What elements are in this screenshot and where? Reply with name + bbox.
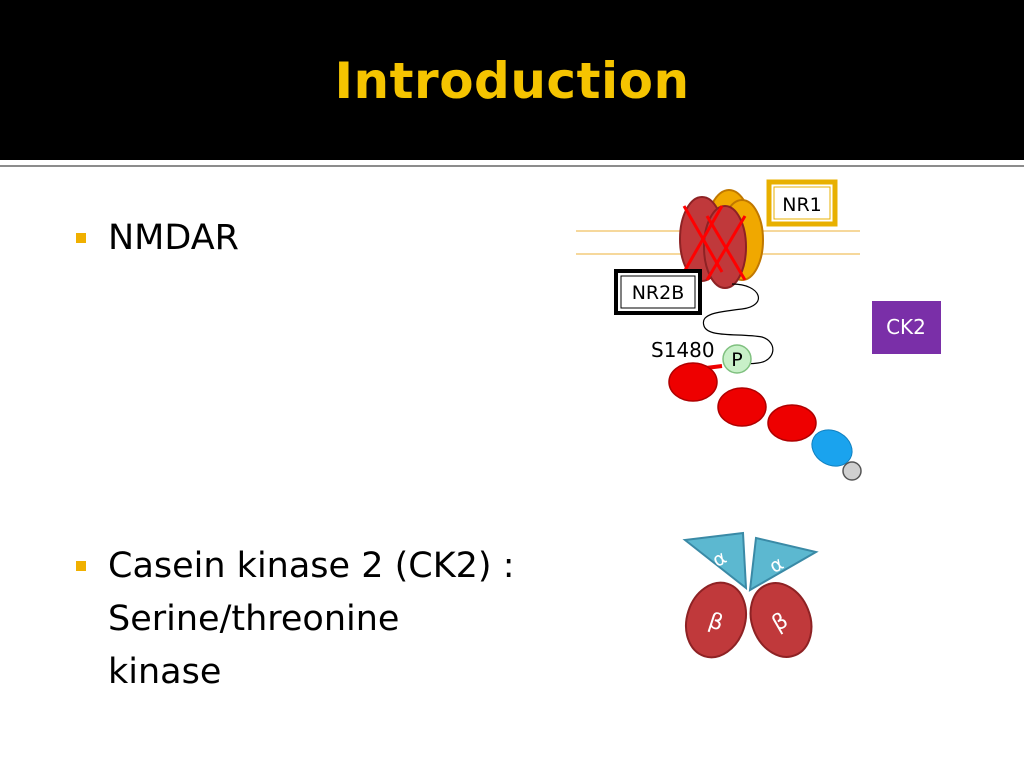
ck2-beta-subunit xyxy=(685,581,747,659)
nr2b-label: NR2B xyxy=(632,282,685,304)
title-bar xyxy=(0,0,1024,160)
c-terminal-tail xyxy=(702,283,774,365)
bullet-line-1: Casein kinase 2 (CK2) : xyxy=(108,546,515,586)
red-domain xyxy=(668,362,718,402)
ck2-box xyxy=(872,301,941,354)
bullet-ck2: Casein kinase 2 (CK2) : Serine/threonine… xyxy=(76,540,516,699)
phospho-label: P xyxy=(731,349,742,371)
title-divider-white xyxy=(0,160,1024,163)
ck2-beta-subunit xyxy=(749,582,813,658)
ck2-alpha-subunit xyxy=(748,536,819,592)
bullet-line-2: Serine/threonine xyxy=(108,599,400,639)
cross-mark xyxy=(705,215,747,281)
ck2-label: CK2 xyxy=(886,315,926,339)
blue-domain xyxy=(811,429,853,467)
bullet-nmdar: NMDAR xyxy=(76,212,516,265)
bullet-marker-icon xyxy=(76,561,86,571)
nr2b-label-box xyxy=(614,269,702,315)
bullet-marker-icon xyxy=(76,233,86,243)
ck2-alpha-subunit xyxy=(682,531,748,591)
red-domain xyxy=(717,387,767,427)
bullet-text: NMDAR xyxy=(108,218,239,258)
bullet-text: Casein kinase 2 (CK2) : Serine/threonine… xyxy=(108,540,516,699)
nr1-label-box xyxy=(766,179,838,227)
nr1-label: NR1 xyxy=(782,194,822,216)
terminal-cap xyxy=(842,461,862,481)
cross-mark xyxy=(682,205,724,273)
bullet-line-3: kinase xyxy=(108,652,222,692)
phospho-site-icon xyxy=(722,344,752,374)
red-domain xyxy=(767,404,817,442)
s1480-label: S1480 xyxy=(651,338,715,362)
slide-title: Introduction xyxy=(334,52,690,110)
title-divider-gray xyxy=(0,165,1024,167)
